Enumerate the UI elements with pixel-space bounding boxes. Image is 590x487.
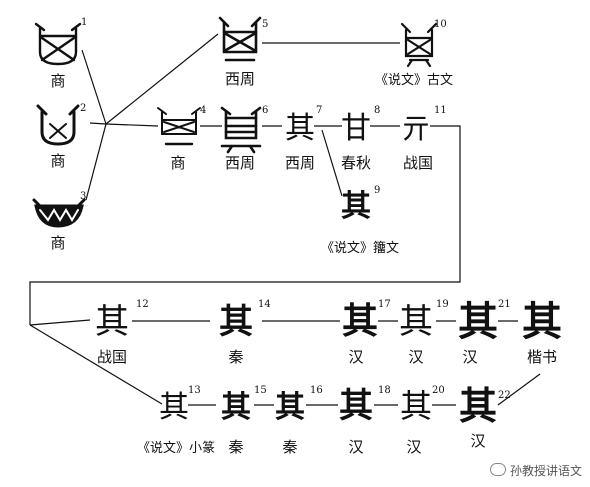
number-20: 20 [432,385,445,396]
connector-bracket-13 [29,324,163,405]
watermark-text: 孙教授讲语文 [509,464,582,478]
number-11: 11 [434,105,447,116]
label-6: 西周 [225,154,255,172]
label-22: 汉 [470,432,485,450]
label-9: 《说文》籒文 [321,241,399,256]
connector-1-hub [81,49,107,125]
number-2: 2 [80,103,86,114]
label-21: 汉 [462,348,477,366]
label-15: 秦 [228,438,243,456]
glyph-2-basket-icon [36,104,80,146]
label-20: 汉 [406,438,421,456]
number-8: 8 [374,105,380,116]
label-4: 商 [170,154,185,172]
glyph-10-basket-icon [400,22,438,68]
glyph-9: 其 [341,189,371,224]
glyph-14: 其 [219,302,253,342]
connector-bracket-12 [29,319,91,326]
label-5: 西周 [225,70,255,88]
glyph-15: 其 [221,390,251,425]
label-14: 秦 [228,348,243,366]
glyph-3-basket-icon [32,198,86,228]
number-19: 19 [436,299,449,310]
glyph-4-basket-icon [157,107,201,146]
connector-11-bracket [29,125,461,325]
connector-3-hub [85,123,107,201]
number-10: 10 [434,19,447,30]
wechat-icon [489,463,506,476]
number-5: 5 [262,19,268,30]
label-18: 汉 [348,438,363,456]
glyph-kaishu: 其 [522,298,562,345]
label-12: 战国 [97,348,127,366]
glyph-6-basket-icon [220,106,262,154]
glyph-13: 其 [159,390,189,425]
number-14: 14 [258,299,271,310]
glyph-22: 其 [459,383,497,428]
label-11: 战国 [403,154,433,172]
glyph-16: 其 [275,390,305,425]
label-kaishu: 楷书 [527,348,557,366]
label-3: 商 [50,234,65,252]
glyph-12: 其 [95,302,129,342]
number-3: 3 [80,191,86,202]
connector-hub-4 [105,123,159,127]
number-15: 15 [254,385,267,396]
connector-lines [29,33,541,406]
watermark: 孙教授讲语文 [489,462,582,479]
number-22: 22 [498,390,511,401]
connector-hub-5 [105,33,219,125]
number-7: 7 [316,105,322,116]
number-17: 17 [378,299,391,310]
connector-2-hub [89,122,107,125]
number-4: 4 [200,105,206,116]
glyph-17: 其 [342,300,378,342]
glyph-1-basket-icon [34,22,82,66]
number-9: 9 [374,185,380,196]
glyph-11: 亓 [402,112,430,145]
number-21: 21 [498,299,511,310]
glyph-20: 其 [400,387,432,425]
connector-22-kaishu [497,373,541,406]
number-1: 1 [81,17,87,28]
label-2: 商 [50,152,65,170]
label-19: 汉 [408,348,423,366]
label-17: 汉 [348,348,363,366]
label-8: 春秋 [341,154,371,172]
glyph-21: 其 [458,298,498,345]
glyph-19: 其 [399,302,433,342]
connector-7-9 [321,129,343,197]
glyph-7: 其 [285,111,315,146]
label-16: 秦 [282,438,297,456]
glyph-8: 甘 [341,111,371,146]
number-6: 6 [262,105,268,116]
number-16: 16 [310,385,323,396]
number-12: 12 [136,299,149,310]
label-1: 商 [50,72,65,90]
label-13: 《说文》小篆 [137,440,215,456]
label-10: 《说文》古文 [375,73,453,88]
label-7: 西周 [285,154,315,172]
glyph-18: 其 [339,386,373,426]
glyph-5-basket-icon [218,16,262,62]
number-13: 13 [188,385,201,396]
number-18: 18 [378,385,391,396]
